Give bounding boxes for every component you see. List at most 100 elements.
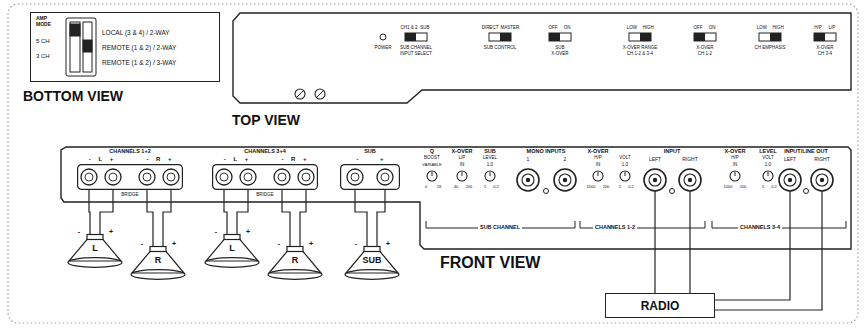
ground-screw: [804, 189, 809, 194]
panel-label: 1.0: [765, 163, 771, 168]
rca-jack-ring: [559, 174, 571, 186]
slide-switch: [694, 33, 716, 41]
terminal-outline: [213, 165, 318, 190]
panel-label: IN: [596, 163, 601, 168]
panel-label: - R +: [146, 156, 171, 162]
switch-knob: [640, 33, 651, 41]
knob-pointer: [768, 172, 769, 176]
speaker-wire: [224, 190, 248, 234]
panel-label: LOCAL (3 & 4) / 2-WAY: [102, 30, 170, 37]
panel-label: 0.2: [771, 185, 777, 189]
panel-label: SUB CHANNEL: [400, 46, 432, 51]
panel-label: BRIDGE: [121, 193, 138, 198]
panel-label: Q: [430, 149, 434, 155]
panel-label: SUB CONTROL: [484, 46, 517, 51]
panel-label: ON: [564, 26, 571, 31]
view-title: FRONT VIEW: [440, 255, 540, 271]
panel-label: CH 3-4: [818, 52, 832, 57]
panel-label: INPUT SELECT: [400, 52, 432, 57]
speaker-label: L: [229, 244, 235, 253]
panel-label: -: [78, 228, 80, 235]
terminal-screw: [163, 169, 179, 185]
panel-label: HIGH: [642, 26, 653, 31]
switch-slot: [70, 22, 80, 72]
panel-label: CHANNELS 1-2: [593, 225, 637, 231]
rca-jack: [644, 169, 666, 191]
terminal-screw: [139, 169, 155, 185]
panel-label: +: [309, 240, 313, 247]
slide-switch: [814, 33, 836, 41]
panel-label: ON: [709, 26, 716, 31]
panel-label: X-OVER: [724, 149, 745, 155]
panel-label: LEFT: [649, 157, 661, 162]
rca-jack-pin: [788, 178, 792, 182]
switch-knob: [500, 33, 511, 41]
terminal-screw: [105, 169, 121, 185]
panel-label: H/P: [814, 26, 822, 31]
switch-tab: [70, 24, 80, 36]
panel-label: LOW: [757, 26, 767, 31]
panel-label: L/P: [459, 156, 466, 161]
signal-wire: [789, 191, 790, 250]
speaker-magnet: [224, 235, 240, 240]
speaker-wire: [355, 190, 385, 246]
terminal-block-outline: [212, 164, 318, 190]
panel-label: SUB: [555, 46, 564, 51]
panel-label: CH 1-2: [698, 52, 712, 57]
panel-label: -: [355, 240, 357, 247]
slide-switch: [549, 33, 571, 41]
speaker: L: [204, 234, 260, 268]
rca-jack-pin: [526, 178, 530, 182]
panel-label: +: [386, 240, 390, 247]
rca-jack-ring: [522, 174, 534, 186]
panel-label: 1000: [587, 185, 596, 189]
slide-switch: [759, 33, 781, 41]
panel-label: LEFT: [784, 157, 796, 162]
signal-wire: [654, 191, 655, 250]
switch-knob: [405, 33, 416, 41]
ground-screw: [670, 189, 675, 194]
panel-label: OFF: [549, 26, 558, 31]
panel-label: REMOTE (1 & 2) / 3-WAY: [102, 60, 176, 67]
panel-label: - R +: [281, 156, 306, 162]
rca-jack-ring: [649, 174, 661, 186]
panel-label: 1: [527, 157, 530, 162]
panel-label: 200: [740, 185, 747, 189]
panel-label: +: [172, 240, 176, 247]
terminal-screw-head: [143, 173, 151, 181]
speaker: R: [267, 246, 323, 280]
speaker-magnet: [87, 235, 103, 240]
panel-label: +: [109, 228, 113, 235]
screw: [315, 89, 325, 99]
speaker: SUB: [344, 246, 400, 280]
panel-label: LEVEL: [759, 149, 777, 155]
panel-label: 3 CH: [36, 53, 50, 59]
screw-slot: [297, 91, 304, 98]
view-title: BOTTOM VIEW: [23, 89, 123, 103]
speaker-wire: [147, 190, 171, 246]
control-knob: [485, 171, 495, 181]
control-knob: [763, 171, 773, 181]
signal-wire: [689, 191, 690, 250]
panel-label: - L +: [224, 156, 248, 162]
panel-label: MASTER: [501, 26, 520, 31]
panel-label: HIGH: [772, 26, 783, 31]
knob-pointer: [462, 172, 463, 176]
slide-switch: [405, 33, 427, 41]
switch-knob: [814, 33, 825, 41]
panel-label: 1.0: [622, 163, 628, 168]
panel-label: CHANNELS 3-4: [738, 225, 782, 231]
terminal-screw: [274, 169, 290, 185]
terminal-screw-head: [220, 173, 228, 181]
view-title: TOP VIEW: [232, 113, 300, 127]
panel-label: BRIDGE: [256, 193, 273, 198]
speaker-rim: [268, 270, 322, 280]
panel-label: -: [141, 240, 143, 247]
panel-label: +: [246, 228, 250, 235]
panel-label: REMOTE (1 & 2) / 2-WAY: [102, 45, 176, 52]
switch-knob: [694, 33, 705, 41]
panel-label: X-OVER: [816, 46, 833, 51]
knob-pointer: [625, 172, 626, 176]
panel-label: X-OVER: [587, 149, 608, 155]
speaker: R: [130, 246, 186, 280]
